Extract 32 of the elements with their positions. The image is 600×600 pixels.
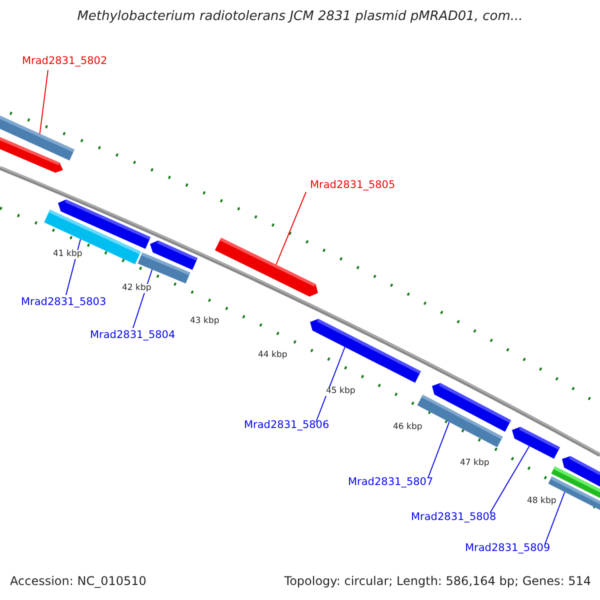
gene-label: Mrad2831_5805 bbox=[310, 180, 396, 192]
gene-feature bbox=[214, 238, 318, 297]
scale-label: 48 kbp bbox=[526, 497, 558, 506]
leader-line bbox=[276, 192, 306, 266]
gene-label: Mrad2831_5802 bbox=[22, 56, 108, 68]
scale-label: 42 kbp bbox=[121, 284, 152, 294]
leader-line bbox=[490, 446, 530, 514]
gene-label: Mrad2831_5804 bbox=[90, 330, 176, 342]
leader-line bbox=[39, 70, 48, 134]
gene-feature bbox=[512, 426, 560, 459]
scale-label: 43 kbp bbox=[189, 317, 220, 326]
gene-label: Mrad2831_5806 bbox=[244, 420, 330, 432]
gene-label: Mrad2831_5809 bbox=[465, 543, 550, 555]
leader-line bbox=[132, 269, 153, 328]
leader-line bbox=[316, 346, 346, 422]
scale-label: 46 kbp bbox=[392, 423, 424, 432]
scale-label: 47 kbp bbox=[459, 459, 490, 468]
scale-label: 41 kbp bbox=[52, 250, 84, 260]
accession-text: Accession: NC_010510 bbox=[9, 575, 148, 588]
leader-line bbox=[428, 422, 450, 478]
gene-feature bbox=[138, 252, 190, 284]
leader-line bbox=[66, 238, 81, 296]
gene-feature bbox=[310, 318, 421, 383]
gene-label: Mrad2831_5803 bbox=[21, 297, 106, 309]
scale-label: 44 kbp bbox=[257, 351, 288, 360]
gene-label: Mrad2831_5807 bbox=[348, 477, 434, 489]
scale-label: 45 kbp bbox=[325, 387, 356, 396]
leader-line bbox=[544, 492, 566, 544]
gene-feature bbox=[0, 136, 63, 173]
title: Methylobacterium radiotolerans JCM 2831 plasmid pMRAD01, com... bbox=[76, 10, 524, 24]
genome-info-text: Topology: circular; Length: 586,164 bp; Genes: 514 bbox=[283, 575, 592, 588]
gene-label: Mrad2831_5808 bbox=[411, 512, 496, 524]
